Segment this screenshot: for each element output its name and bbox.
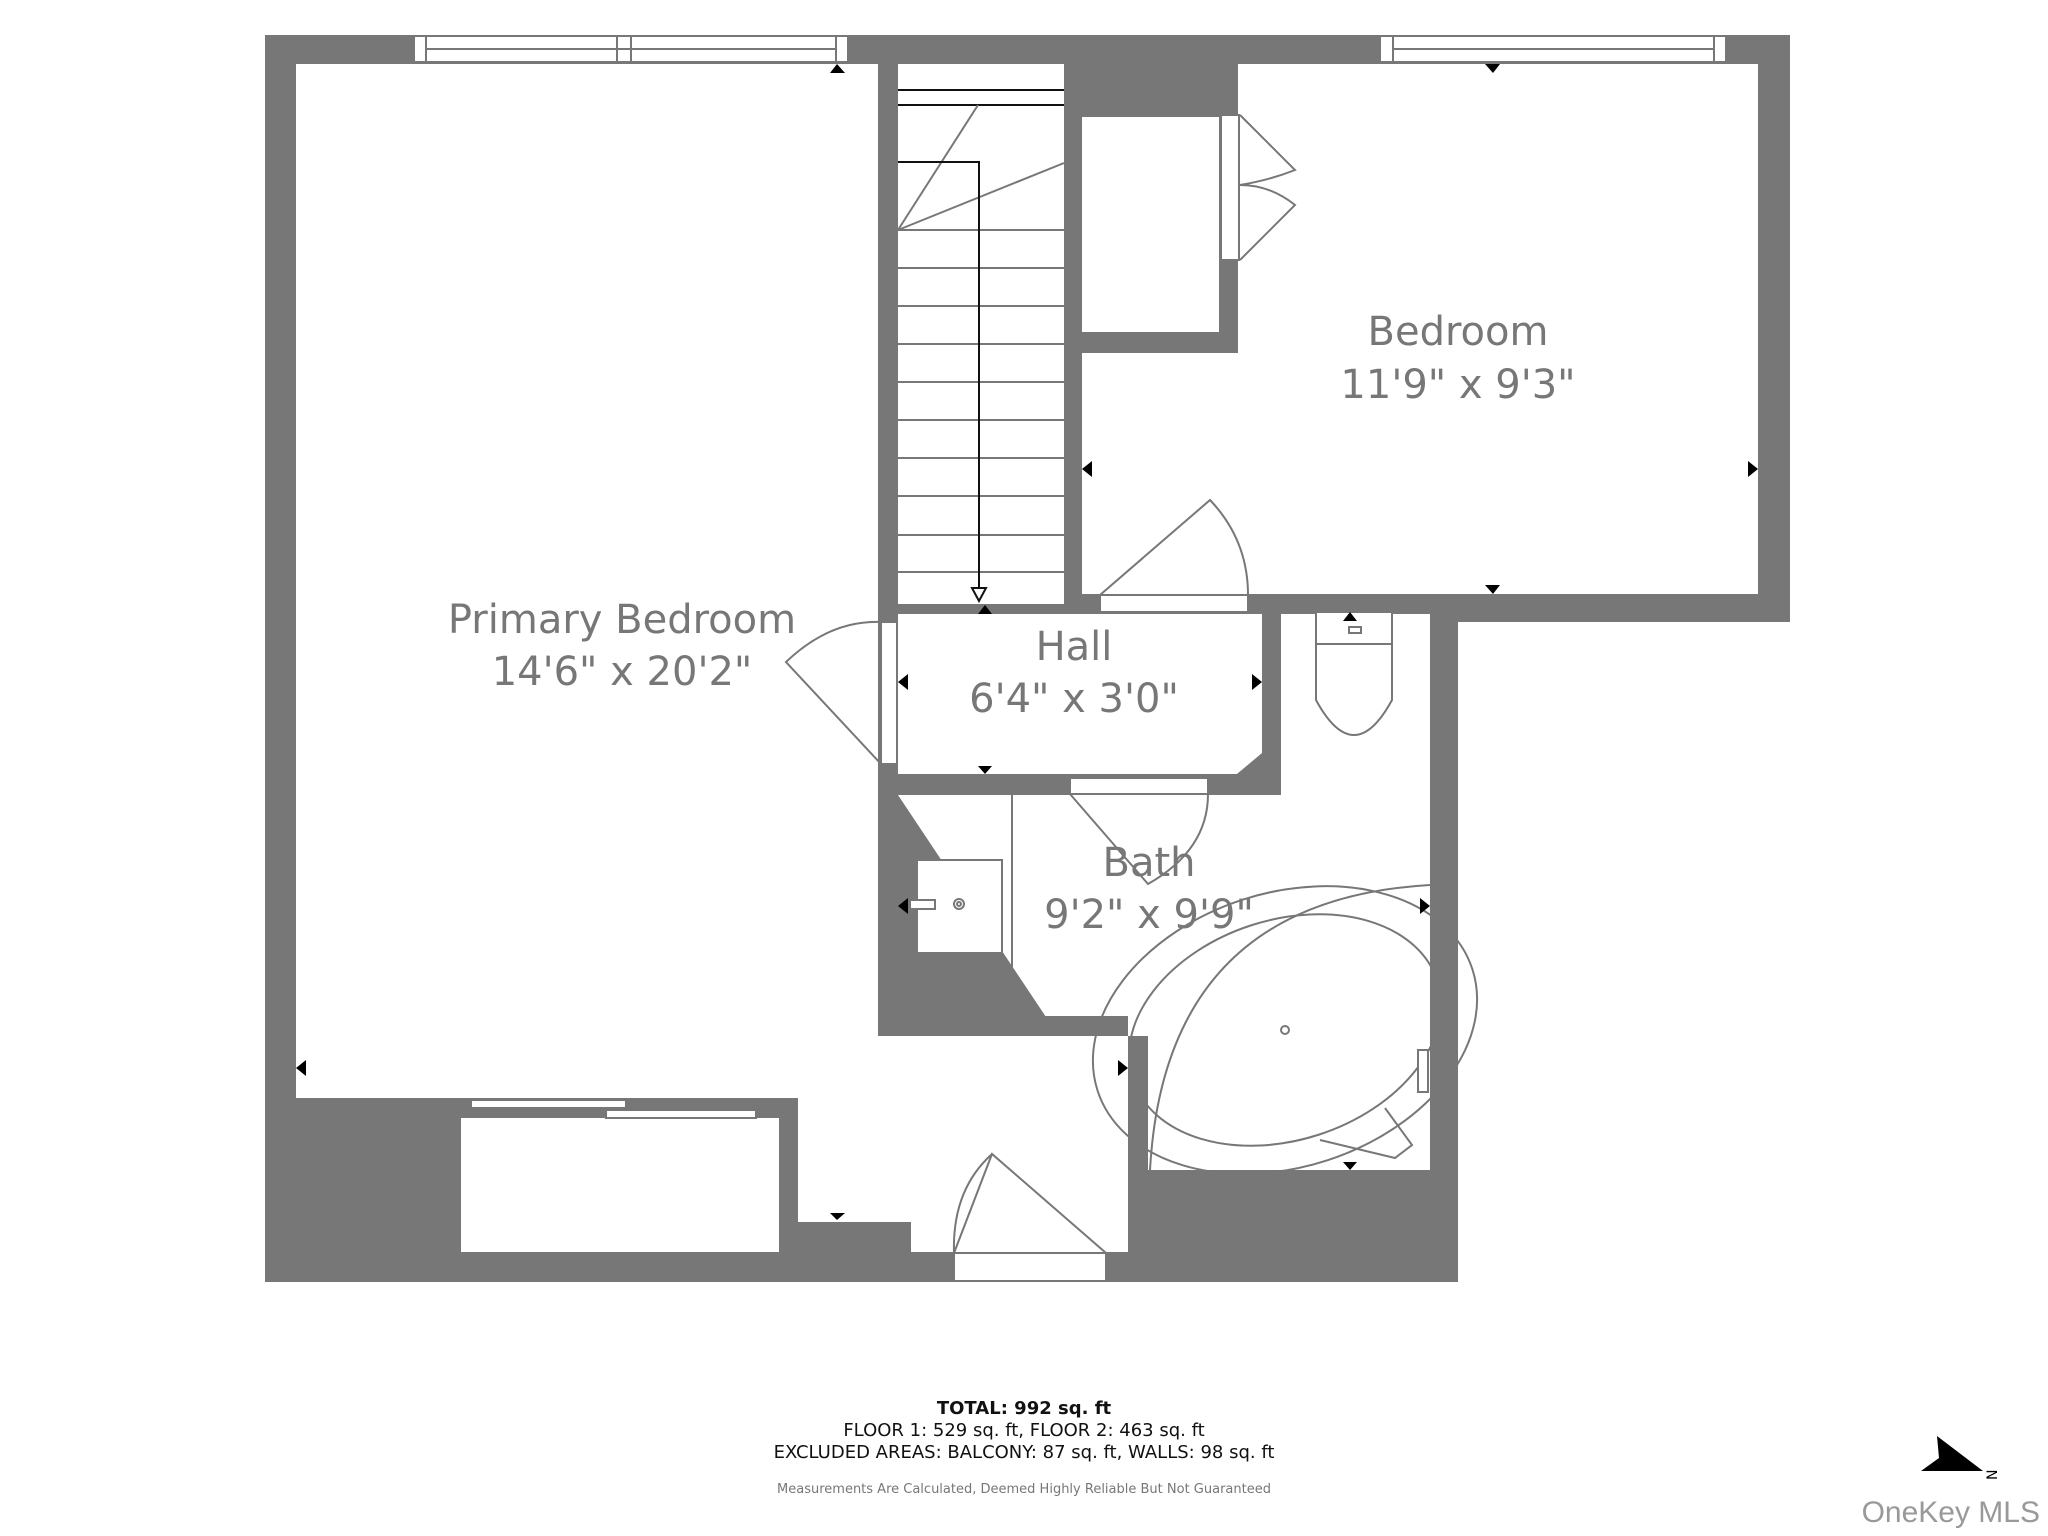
north-arrow-icon: N <box>1921 1436 2001 1480</box>
bedroom-label: Bedroom <box>1368 309 1549 355</box>
bedroom-dims: 11'9" x 9'3" <box>1340 362 1575 408</box>
watermark: OneKey MLS <box>1861 1496 2040 1529</box>
dimension-markers <box>296 64 1758 1220</box>
bath-dims: 9'2" x 9'9" <box>1044 892 1254 938</box>
compass: N <box>1915 1428 2005 1502</box>
bath-area <box>898 795 1430 1170</box>
total-area: TOTAL: 992 sq. ft <box>936 1398 1112 1419</box>
room-labels: Primary Bedroom 14'6" x 20'2" Bedroom 11… <box>448 309 1576 938</box>
hall-area <box>898 614 1262 774</box>
primary-bedroom-dims: 14'6" x 20'2" <box>492 649 753 695</box>
bedroom-area <box>1082 64 1758 594</box>
bath-label: Bath <box>1103 840 1196 886</box>
area-summary: TOTAL: 992 sq. ft FLOOR 1: 529 sq. ft, F… <box>0 1398 2048 1497</box>
hall-dims: 6'4" x 3'0" <box>969 676 1179 722</box>
windows <box>413 35 1727 1119</box>
excluded-areas: EXCLUDED AREAS: BALCONY: 87 sq. ft, WALL… <box>773 1442 1275 1463</box>
doors <box>784 498 1249 1282</box>
room-interiors <box>296 64 1758 1252</box>
floor-areas: FLOOR 1: 529 sq. ft, FLOOR 2: 463 sq. ft <box>843 1420 1205 1441</box>
stair-area <box>898 64 1064 604</box>
primary-bedroom-label: Primary Bedroom <box>448 597 796 643</box>
closet-doors <box>1220 114 1297 261</box>
stair-direction-arrow-icon <box>970 587 988 604</box>
toilet-nook <box>1281 612 1430 812</box>
staircase <box>897 89 1065 606</box>
primary-bedroom-area <box>296 64 878 1098</box>
interior-walls <box>878 64 1458 1282</box>
disclaimer: Measurements Are Calculated, Deemed High… <box>777 1482 1271 1497</box>
svg-text:N: N <box>1985 1470 2001 1480</box>
bath-fixtures <box>909 611 1479 1175</box>
balcony-area <box>461 1118 779 1252</box>
hall-label: Hall <box>1036 624 1113 670</box>
entry-area <box>798 1036 1128 1252</box>
